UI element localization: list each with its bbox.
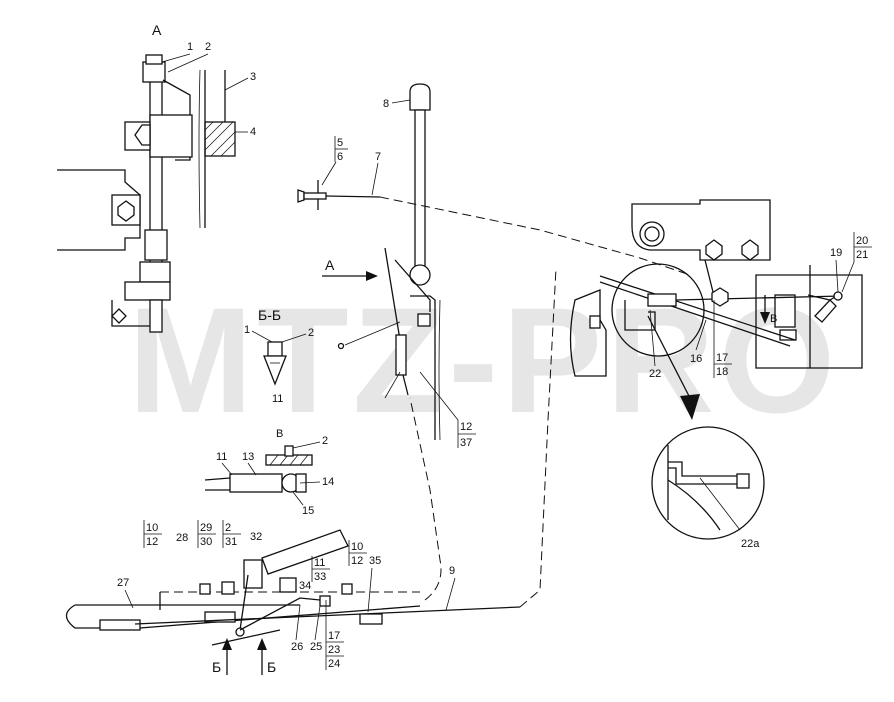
callout-8: 8 <box>383 98 389 110</box>
callout-10a: 10 <box>146 522 158 534</box>
callout-2-31-top: 2 <box>225 522 231 534</box>
view-a-assembly: А 1 2 3 4 <box>57 22 256 333</box>
detail-22a: 22a <box>651 426 765 550</box>
callout-19: 19 <box>830 247 842 259</box>
callout-31: 31 <box>225 536 237 548</box>
callout-20: 20 <box>856 235 868 247</box>
callout-v-11: 11 <box>216 451 227 463</box>
callout-25: 25 <box>310 641 322 653</box>
section-bb-label: Б-Б <box>258 307 281 323</box>
callout-12b: 12 <box>351 555 363 567</box>
callout-30: 30 <box>200 536 212 548</box>
section-v-label: В <box>276 428 283 440</box>
callout-37: 37 <box>460 437 472 449</box>
right-assembly: В 22 16 17 18 19 20 21 <box>569 199 872 420</box>
pedal-assembly: Б Б 10 12 28 29 30 2 31 32 27 11 33 34 1… <box>65 397 521 675</box>
callout-11-33-top: 11 <box>314 557 325 569</box>
callout-9: 9 <box>449 565 455 577</box>
callout-v-2: 2 <box>322 435 328 447</box>
callout-bb-1: 1 <box>244 324 250 336</box>
callout-3: 3 <box>250 71 256 83</box>
callout-4: 4 <box>250 126 256 138</box>
callout-12: 12 <box>460 421 472 433</box>
callout-17: 17 <box>716 352 728 364</box>
callout-35: 35 <box>369 555 381 567</box>
callout-34: 34 <box>299 580 311 592</box>
hand-lever-assembly: 8 5 6 7 А 12 37 <box>297 83 476 449</box>
section-v: В 11 13 14 15 2 <box>204 428 334 517</box>
callout-27: 27 <box>117 577 129 589</box>
callout-7: 7 <box>375 151 381 163</box>
callout-2: 2 <box>205 41 211 53</box>
callout-23: 23 <box>328 644 340 656</box>
section-b-left: Б <box>212 659 221 675</box>
watermark-text: MTZ-PRO <box>128 276 839 444</box>
callout-6: 6 <box>337 151 343 163</box>
callout-28: 28 <box>176 532 188 544</box>
callout-17-b: 17 <box>328 630 340 642</box>
callout-26: 26 <box>291 641 303 653</box>
view-a-arrow-label: А <box>325 257 335 273</box>
callout-15: 15 <box>302 505 314 517</box>
callout-33: 33 <box>314 571 326 583</box>
arrow-v-label: В <box>770 313 777 325</box>
callout-bb-2: 2 <box>308 327 314 339</box>
callout-32: 32 <box>250 531 262 543</box>
callout-21: 21 <box>856 249 868 261</box>
callout-24: 24 <box>328 658 340 670</box>
callout-14: 14 <box>322 476 334 488</box>
callout-12a: 12 <box>146 536 158 548</box>
callout-1: 1 <box>187 41 193 53</box>
view-a-label: А <box>152 22 162 38</box>
callout-22a: 22a <box>741 538 760 550</box>
section-bb: Б-Б 1 2 11 <box>244 307 314 405</box>
callout-bb-11: 11 <box>272 393 283 405</box>
callout-5: 5 <box>337 137 343 149</box>
callout-10b: 10 <box>351 541 363 553</box>
callout-16: 16 <box>690 353 702 365</box>
callout-22: 22 <box>649 368 661 380</box>
callout-13: 13 <box>242 451 254 463</box>
callout-29: 29 <box>200 522 212 534</box>
callout-18: 18 <box>716 366 728 378</box>
section-b-right: Б <box>267 659 276 675</box>
